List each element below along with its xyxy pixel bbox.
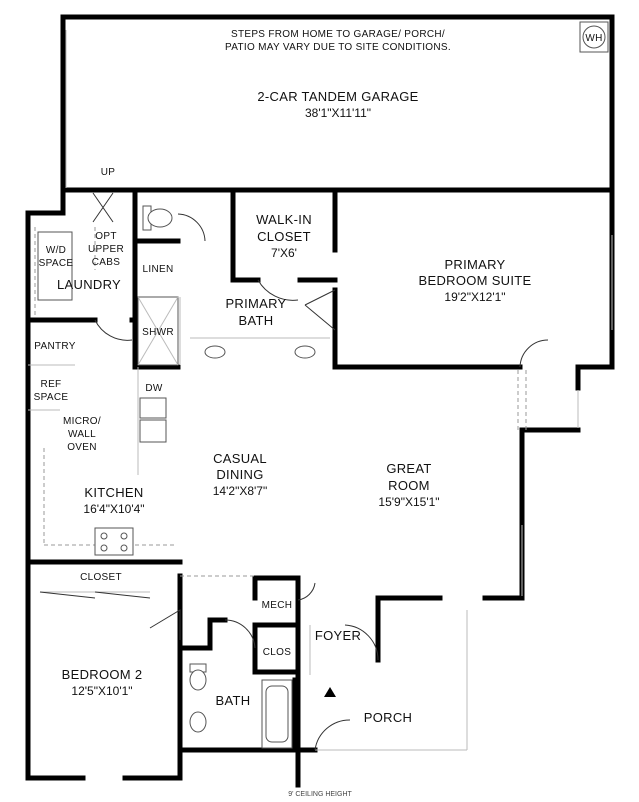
primary-south-wall <box>132 190 338 370</box>
laundry-label: LAUNDRY <box>57 277 121 292</box>
closet-label: CLOSET <box>80 572 122 583</box>
walkin-dimensions: 7'X6' <box>271 246 297 260</box>
foyer-label: FOYER <box>315 628 361 643</box>
door-garage-laundry[interactable] <box>92 192 114 223</box>
burner-1 <box>100 532 108 540</box>
site-note-line2: PATIO MAY VARY DUE TO SITE CONDITIONS. <box>225 42 451 53</box>
doors[interactable] <box>39 192 549 751</box>
primary-suite-label-2: BEDROOM SUITE <box>419 273 532 288</box>
great-label-1: GREAT <box>386 461 431 476</box>
fixtures <box>37 21 609 749</box>
walkin-label-1: WALK-IN <box>256 212 312 227</box>
room-labels: STEPS FROM HOME TO GARAGE/ PORCH/ PATIO … <box>34 29 603 798</box>
garage-walls <box>60 14 615 193</box>
door-closet-bed2[interactable] <box>39 591 151 599</box>
garage-label: 2-CAR TANDEM GARAGE <box>257 89 418 104</box>
door-front[interactable] <box>344 624 379 661</box>
primary-bath-label-2: BATH <box>239 313 274 328</box>
casual-label-1: CASUAL <box>213 451 267 466</box>
primary-bath-label-1: PRIMARY <box>225 296 286 311</box>
tub-bath2-inner <box>265 685 289 743</box>
casual-dimensions: 14'2"X8'7" <box>213 484 267 498</box>
door-bath-suite[interactable] <box>304 289 336 331</box>
pantry-label: PANTRY <box>34 341 75 352</box>
bedroom2-dimensions: 12'5"X10'1" <box>71 684 132 698</box>
shwr-label: SHWR <box>142 327 174 338</box>
kitchen-dimensions: 16'4"X10'4" <box>83 502 144 516</box>
water-heater-circle <box>582 25 606 49</box>
primary-suite-dimensions: 19'2"X12'1" <box>444 290 505 304</box>
great-room-east-wall <box>519 427 581 601</box>
micro-label-1: MICRO/ <box>63 416 101 427</box>
wd-label-1: W/D <box>46 245 66 256</box>
walkin-closet-walls <box>230 190 338 283</box>
linen-label: LINEN <box>143 264 174 275</box>
bath-label: BATH <box>216 693 251 708</box>
site-note-line1: STEPS FROM HOME TO GARAGE/ PORCH/ <box>231 29 445 40</box>
door-laundry-bath[interactable] <box>177 213 206 242</box>
opt-label-1: OPT <box>95 231 116 242</box>
wd-label-2: SPACE <box>39 258 74 269</box>
micro-label-3: OVEN <box>67 442 97 453</box>
burner-2 <box>120 532 128 540</box>
kitchen-label: KITCHEN <box>84 485 143 500</box>
bath2-walls <box>177 617 298 753</box>
micro-label-2: WALL <box>68 429 96 440</box>
clos-label: CLOS <box>263 647 291 658</box>
dw-box <box>139 397 167 419</box>
cooktop <box>94 527 134 556</box>
burner-3 <box>100 544 108 552</box>
toilet-bath2-bowl <box>189 669 207 691</box>
primary-suite-label-1: PRIMARY <box>444 257 505 272</box>
primary-suite-east-wall <box>575 187 615 391</box>
ref-label-1: REF <box>41 379 62 390</box>
west-walls <box>25 187 183 781</box>
great-label-2: ROOM <box>388 478 430 493</box>
exterior-walls <box>25 14 615 788</box>
casual-label-2: DINING <box>216 467 263 482</box>
foyer-walls <box>295 622 318 788</box>
opt-label-2: UPPER <box>88 244 124 255</box>
entry-arrow-icon <box>324 687 336 697</box>
door-porch[interactable] <box>314 719 351 751</box>
door-bath2[interactable] <box>224 619 256 649</box>
door-mech[interactable] <box>297 582 316 601</box>
walkin-label-2: CLOSET <box>257 229 311 244</box>
porch-walls <box>375 595 525 663</box>
wd-box <box>37 231 73 301</box>
dw-label: DW <box>145 383 163 394</box>
sink-primary-1 <box>204 345 226 359</box>
mech-label: MECH <box>262 600 293 611</box>
water-heater-label: WH <box>585 33 602 44</box>
door-walkin[interactable] <box>257 279 299 301</box>
ref-label-2: SPACE <box>34 392 69 403</box>
burner-4 <box>120 544 128 552</box>
opt-label-3: CABS <box>92 257 120 268</box>
up-label: UP <box>101 167 116 178</box>
sink-primary-2 <box>294 345 316 359</box>
door-laundry-kitchen[interactable] <box>94 319 133 341</box>
sink-bath2 <box>189 711 207 733</box>
sink-kitchen <box>139 419 167 443</box>
great-dimensions: 15'9"X15'1" <box>378 495 439 509</box>
porch-label: PORCH <box>364 710 412 725</box>
toilet-primary-bowl <box>147 208 173 228</box>
garage-dimensions: 38'1"X11'11" <box>305 106 371 120</box>
bedroom2-label: BEDROOM 2 <box>62 667 143 682</box>
door-bed2[interactable] <box>149 609 181 640</box>
door-suite-great[interactable] <box>519 339 549 368</box>
shower-x2 <box>137 296 179 366</box>
ceiling-height-note: 9' CEILING HEIGHT <box>288 791 352 798</box>
mech-walls <box>252 575 301 675</box>
